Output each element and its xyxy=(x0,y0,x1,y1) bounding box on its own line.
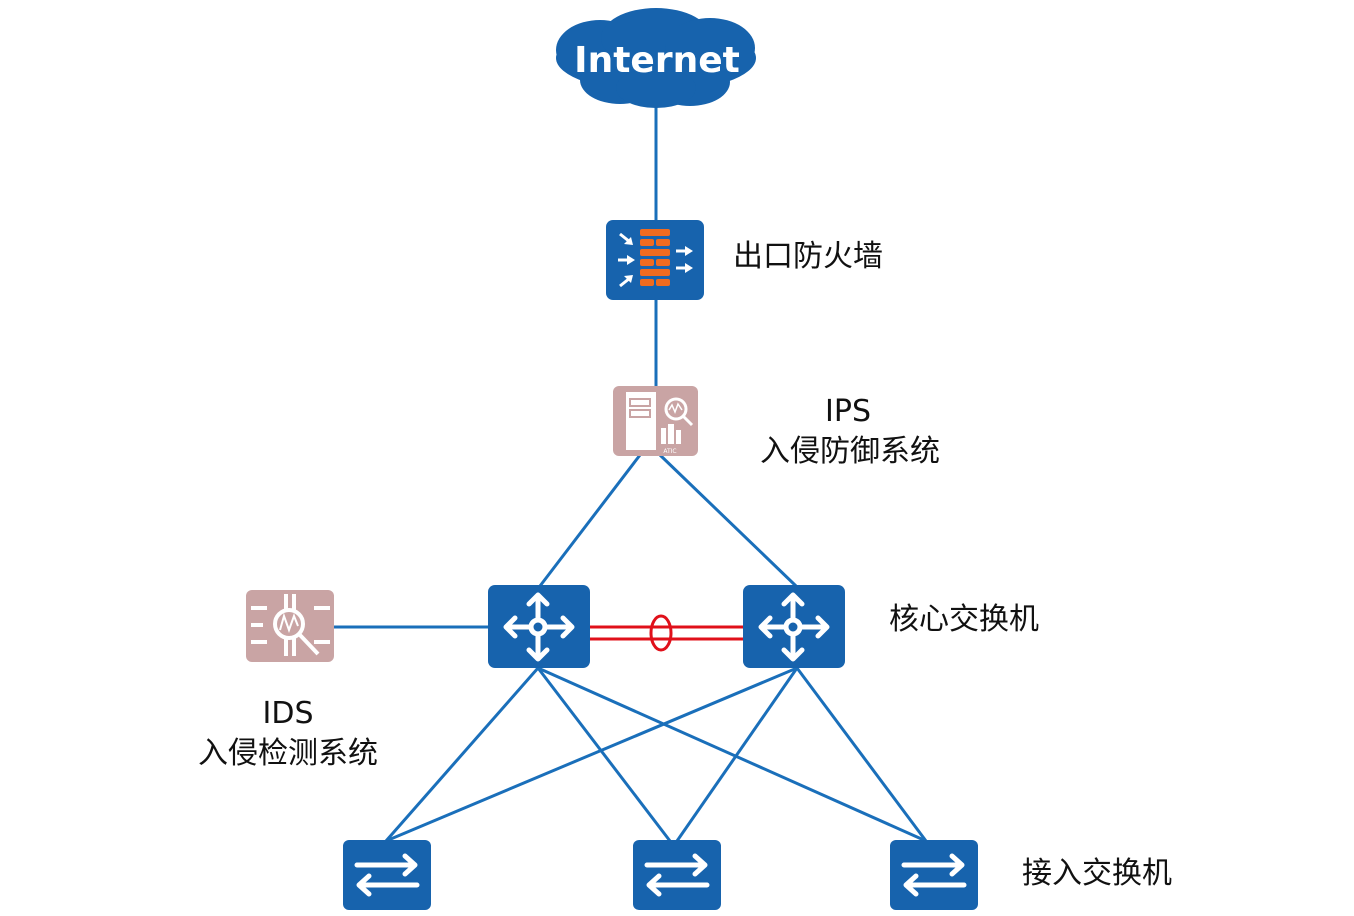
link-ips-core-left xyxy=(538,454,642,587)
internet-label: Internet xyxy=(574,40,740,81)
link-core-access xyxy=(385,666,798,843)
firewall-icon xyxy=(606,220,704,300)
link-core-access xyxy=(384,667,540,842)
ids-label: 入侵检测系统 xyxy=(198,736,378,771)
link-core-access xyxy=(537,666,927,843)
ips-label: 入侵防御系统 xyxy=(760,434,940,469)
stack-link xyxy=(590,614,744,652)
core-switch-icon xyxy=(743,585,845,668)
access-label: 接入交换机 xyxy=(1022,856,1172,891)
ips-icon-text: ATIC xyxy=(663,448,676,455)
link-core-access xyxy=(536,667,672,842)
ips-icon: ATIC xyxy=(613,386,698,456)
access-switch-icon xyxy=(343,840,431,910)
core-switch-icon xyxy=(488,585,590,668)
firewall-label: 出口防火墙 xyxy=(733,239,883,274)
link-ips-core-right xyxy=(658,453,798,588)
cloud-icon xyxy=(556,8,756,108)
ips-title: IPS xyxy=(825,394,871,429)
core-label: 核心交换机 xyxy=(889,602,1039,637)
access-switch-icon xyxy=(890,840,978,910)
link-core-access xyxy=(795,667,928,842)
ids-icon xyxy=(246,590,334,662)
links xyxy=(325,100,928,843)
link-core-access xyxy=(675,667,799,842)
ids-title: IDS xyxy=(263,696,314,731)
access-switch-icon xyxy=(633,840,721,910)
